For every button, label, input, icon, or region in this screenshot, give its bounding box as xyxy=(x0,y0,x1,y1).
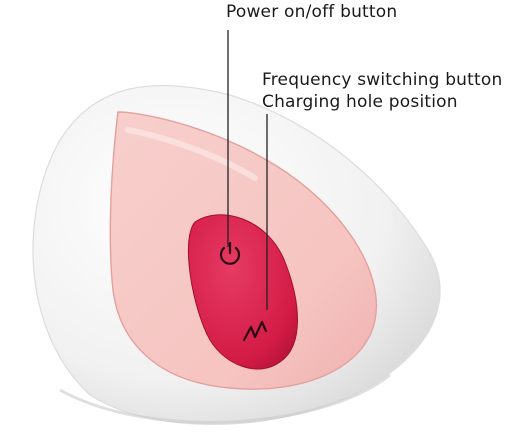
panel-highlight xyxy=(125,127,258,181)
power-icon xyxy=(219,241,241,265)
zigzag-icon xyxy=(242,320,268,342)
button-pad xyxy=(187,214,298,370)
shell-rim xyxy=(59,373,391,424)
charging-hole-label: Charging hole position xyxy=(262,92,458,112)
frequency-button-label: Frequency switching button xyxy=(262,70,503,90)
power-button-label: Power on/off button xyxy=(226,2,398,22)
